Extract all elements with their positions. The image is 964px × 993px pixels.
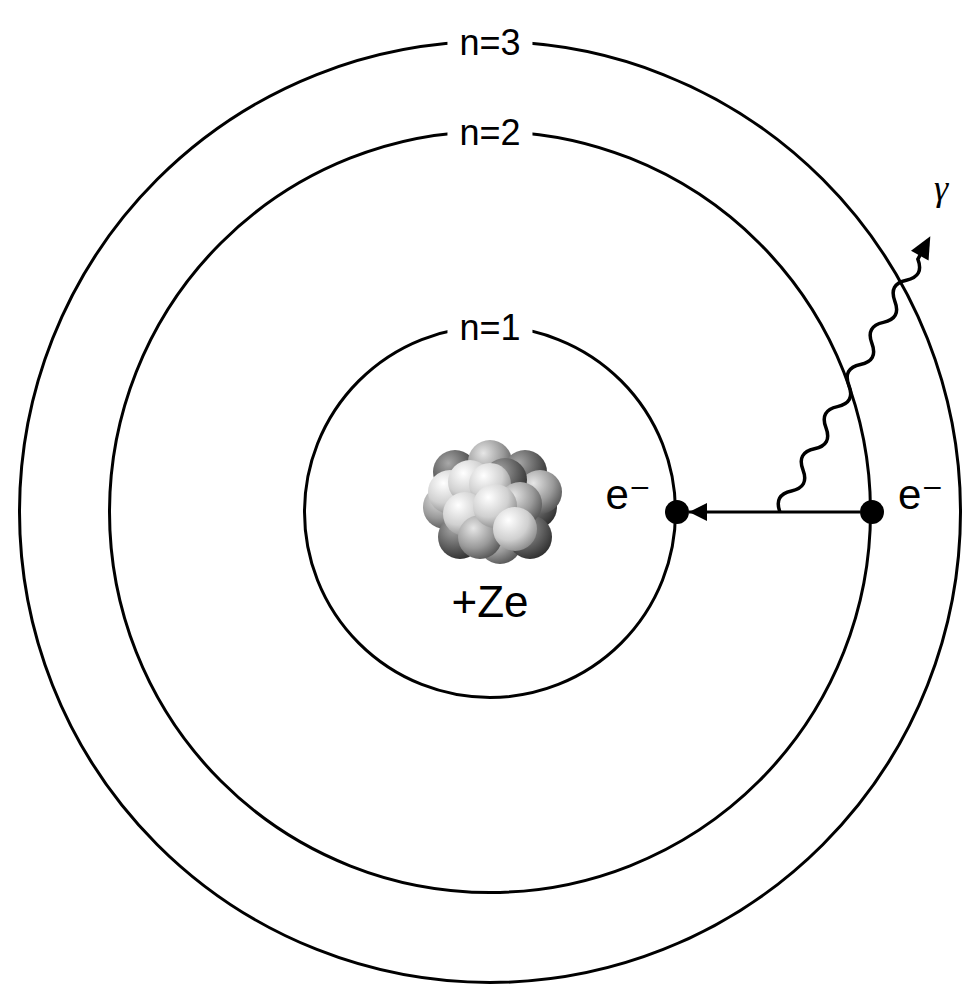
orbit-label: n=2 bbox=[447, 115, 532, 151]
electron-label: e⁻ bbox=[605, 474, 651, 516]
photon-arrowhead bbox=[911, 232, 939, 261]
transition-arrow bbox=[689, 511, 860, 514]
orbit-circle: +Zen=1e⁻n=2e⁻n=3 bbox=[18, 40, 962, 984]
nucleus: +Ze bbox=[415, 430, 565, 635]
nucleus-charge: +Ze bbox=[415, 580, 565, 624]
orbit-label: n=3 bbox=[447, 25, 532, 61]
nucleon bbox=[493, 507, 537, 551]
photon-symbol: γ bbox=[934, 170, 948, 206]
orbit-circle: +Zen=1e⁻n=2 bbox=[108, 130, 872, 894]
electron-dot: e⁻ bbox=[860, 500, 884, 524]
nucleus-spheres bbox=[423, 440, 562, 564]
orbit-label: n=1 bbox=[447, 310, 532, 346]
electron-dot: e⁻ bbox=[665, 500, 689, 524]
electron-label: e⁻ bbox=[898, 474, 944, 516]
